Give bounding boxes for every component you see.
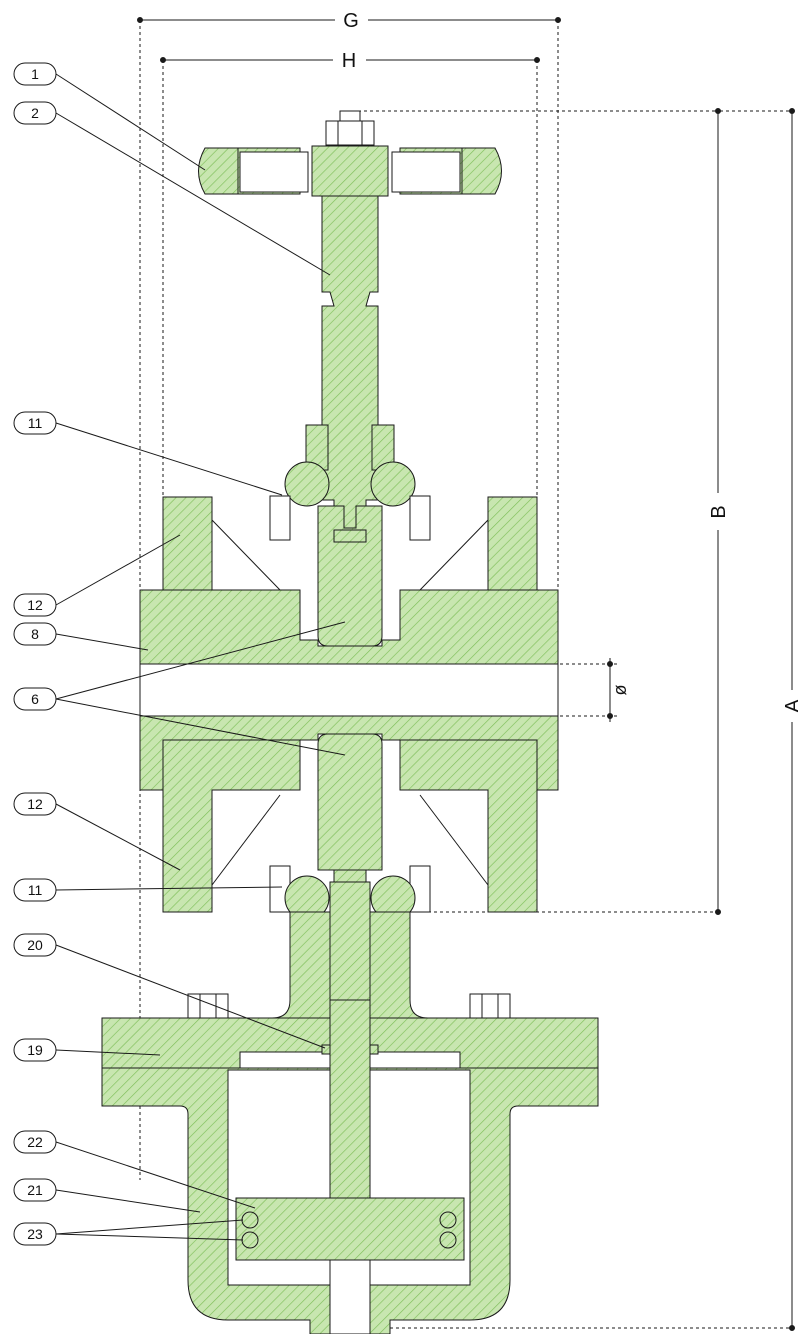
callout-19-bubble xyxy=(13,1038,57,1062)
callout-label: 11 xyxy=(28,415,43,431)
upper-packing xyxy=(284,424,416,507)
upper-gusset-lines xyxy=(211,495,489,591)
dimension-b-label: B xyxy=(708,505,730,518)
callout-20-bubble xyxy=(13,933,57,957)
lower-clamp-right xyxy=(399,739,538,913)
o-rings xyxy=(241,1211,457,1249)
callout-12-upper-bubble xyxy=(13,593,57,617)
bore xyxy=(139,663,559,717)
callout-label: 23 xyxy=(27,1226,43,1242)
piston-stem xyxy=(329,999,371,1201)
valve-assembly xyxy=(101,110,599,1334)
upper-stem xyxy=(321,195,379,529)
callout-22-bubble xyxy=(13,1130,57,1154)
upper-wedge-slot xyxy=(333,529,367,543)
callout-label: 1 xyxy=(31,66,39,82)
callout-11-lower-bubble xyxy=(13,878,57,902)
callout-label: 8 xyxy=(31,626,39,642)
callout-8-bubble xyxy=(13,622,57,646)
dimension-g xyxy=(137,17,561,1180)
dimension-diameter xyxy=(560,658,618,722)
handwheel xyxy=(198,145,502,197)
lower-wedge-slot xyxy=(333,869,367,883)
dimension-a-label: A xyxy=(782,699,798,713)
lower-packing xyxy=(284,875,416,921)
piston xyxy=(235,1197,465,1261)
callout-label: 22 xyxy=(27,1134,43,1150)
callout-6-bubble xyxy=(13,687,57,711)
callout-bubbles xyxy=(13,62,57,1246)
callout-label: 12 xyxy=(27,597,43,613)
callout-1-bubble xyxy=(13,62,57,86)
lower-wedge xyxy=(317,733,383,885)
callout-label: 21 xyxy=(27,1182,43,1198)
callout-2-bubble xyxy=(13,101,57,125)
callout-label: 6 xyxy=(31,691,39,707)
dimension-h-label: H xyxy=(342,50,356,72)
outlet-bore xyxy=(329,1259,371,1334)
dimension-diameter-label: ø xyxy=(610,685,630,696)
callout-label: 12 xyxy=(27,796,43,812)
lower-clamp-left xyxy=(162,739,301,913)
lower-stem xyxy=(329,881,371,1003)
dimension-g-label: G xyxy=(343,10,359,32)
callout-leaders xyxy=(55,73,346,1241)
callout-23-bubble xyxy=(13,1222,57,1246)
callout-12-lower-bubble xyxy=(13,792,57,816)
dimension-a xyxy=(360,108,795,1331)
callout-label: 2 xyxy=(31,105,39,121)
dimension-h xyxy=(160,57,540,500)
stem-nut xyxy=(325,110,375,146)
callout-label: 20 xyxy=(27,937,43,953)
dimension-b xyxy=(340,108,721,915)
callout-label: 11 xyxy=(28,882,43,898)
callout-label: 19 xyxy=(27,1042,43,1058)
callout-21-bubble xyxy=(13,1178,57,1202)
packing-ring-right xyxy=(369,1044,379,1055)
packing-ring-left xyxy=(321,1044,331,1055)
bolts xyxy=(187,993,511,1019)
callout-labels: 1 2 11 12 8 6 12 11 20 19 22 21 23 xyxy=(27,66,43,1242)
callout-11-upper-bubble xyxy=(13,411,57,435)
